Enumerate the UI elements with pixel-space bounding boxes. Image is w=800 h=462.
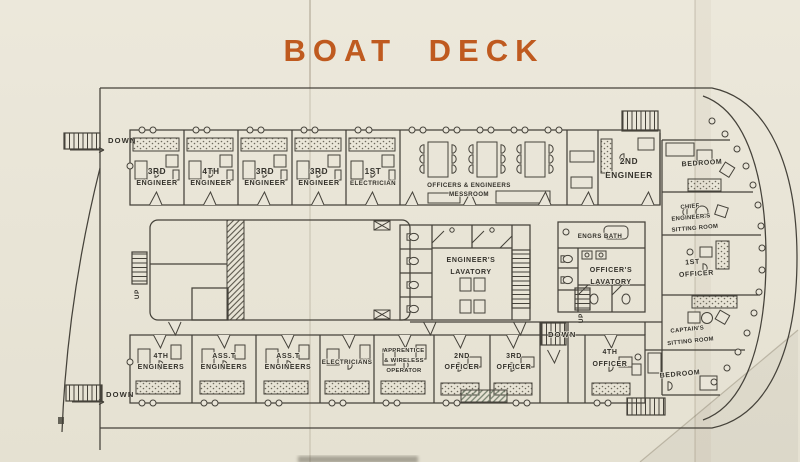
messroom: OFFICERS & ENGINEERS MESSROOM [405,141,554,206]
top-cabin-2: 4TH ENGINEER [187,138,233,205]
up-label: UP [578,313,585,323]
stairs-down-mid: DOWN [540,322,576,364]
room-label: 3RD [148,167,166,176]
room-label: OFFICER [497,364,532,371]
bedroom-top: BEDROOM [665,142,736,178]
page-title: BOAT DECK [284,33,545,68]
chief-engineers-sitting-room: CHIEF ENGINEER'S SITTING ROOM [671,178,729,234]
room-label: ENGINEER [136,180,177,187]
bottom-cabin-2: ASS.T ENGINEERS [200,335,247,394]
room-label: OFFICER [679,270,714,279]
room-label: 3RD [256,167,274,176]
room-label: MESSROOM [449,191,489,198]
sofa [691,295,738,309]
down-label: DOWN [106,390,134,399]
room-label: SITTING ROOM [671,224,718,234]
room-label: OFFICER [593,361,628,368]
room-label: ELECTRICIAN [350,180,396,187]
room-label: ENGINEER'S [671,213,710,222]
room-label: CHIEF [680,203,700,211]
bottom-cabin-4: ELECTRICIANS [321,335,373,394]
room-label: 3RD [506,353,522,360]
sofa [687,178,722,192]
room-label: OFFICER [445,364,480,371]
room-label: OFFICER'S [590,267,632,274]
stairs-up-casing [131,251,148,285]
room-label: APPRENTICE [384,348,425,354]
top-cabin-5: 1ST ELECTRICIAN [349,138,396,205]
portholes-bottom-row [126,358,612,407]
bottom-cabin-7: 3RD OFFICER [494,335,534,395]
engine-casing: UP [131,219,662,336]
room-label: 4TH [202,167,219,176]
room-label: 4TH [602,349,617,356]
stairs-bottom-right [626,397,666,416]
up-label: UP [134,289,141,299]
stairs-lavatory [511,249,531,309]
room-label: 2ND [454,353,470,360]
officers-lavatory-block: ENGRS BATH OFFICER'S LAVATORY UP [557,221,646,323]
second-engineer-cabin: 2ND ENGINEER [600,110,659,206]
stairs-down-top-left: DOWN [63,132,136,153]
bottom-cabin-1: 4TH ENGINEERS [136,335,184,394]
bed [715,240,730,270]
bathtub [603,225,629,240]
room-label: ENGINEERS [201,364,248,371]
room-label: & WIRELESS [384,358,424,364]
bed [600,138,613,174]
paper-fold-creases [58,0,799,462]
room-label: ENGINEER'S [447,257,496,264]
down-label: DOWN [108,136,136,145]
room-label: ENGINEER [298,180,339,187]
room-label: ENGINEERS [265,364,312,371]
stairs-top-right [621,110,659,132]
captains-sitting-room: CAPTAIN'S SITTING ROOM [666,295,738,348]
room-label: ENGINEER [190,180,231,187]
pantry [569,150,595,189]
stairs-up-mid [574,287,591,311]
room-label: OPERATOR [386,368,422,374]
messroom-tables [419,141,554,178]
bottom-cabin-3: ASS.T ENGINEERS [264,335,311,394]
room-label: 2ND [620,157,638,166]
top-cabin-4: 3RD ENGINEER [295,138,341,205]
room-label: BEDROOM [681,159,722,169]
funnel-casing [226,219,245,321]
bottom-cabin-8: 4TH OFFICER [592,335,642,395]
down-label: DOWN [548,330,576,339]
room-label: 3RD [310,167,328,176]
right-rooms-walls [644,133,761,396]
room-label: LAVATORY [590,279,631,286]
room-label: ENGINEER [244,180,285,187]
top-cabin-1: 3RD ENGINEER [133,138,179,205]
room-label: ENGINEERS [138,364,185,371]
room-label: ELECTRICIANS [322,359,373,366]
portholes-bow-curve [708,117,766,386]
room-label: LAVATORY [450,269,491,276]
room-label: 1ST [685,259,700,267]
engineers-lavatory: ENGINEER'S LAVATORY [399,224,531,321]
bottom-cabin-6: 2ND OFFICER [441,335,481,395]
sinks [459,277,486,314]
room-label: ASS.T [276,353,300,360]
room-label: 1ST [365,167,382,176]
room-label: ASS.T [212,353,236,360]
top-cabin-3: 3RD ENGINEER [241,138,287,205]
room-label: CAPTAIN'S [670,325,704,334]
bottom-cabin-5: APPRENTICE & WIRELESS OPERATOR [381,335,426,394]
room-label: OFFICERS & ENGINEERS [427,182,511,189]
serving-counter [427,192,461,204]
stairs-down-bottom-left: DOWN [65,384,134,405]
room-label: ENGRS BATH [578,233,623,240]
first-officer-cabin: 1ST OFFICER [678,240,730,280]
shaded-locker [460,389,508,403]
sideboard [495,190,551,204]
portholes-top-row [126,126,563,170]
room-label: ENGINEER [605,171,653,180]
room-label: 4TH [153,353,168,360]
